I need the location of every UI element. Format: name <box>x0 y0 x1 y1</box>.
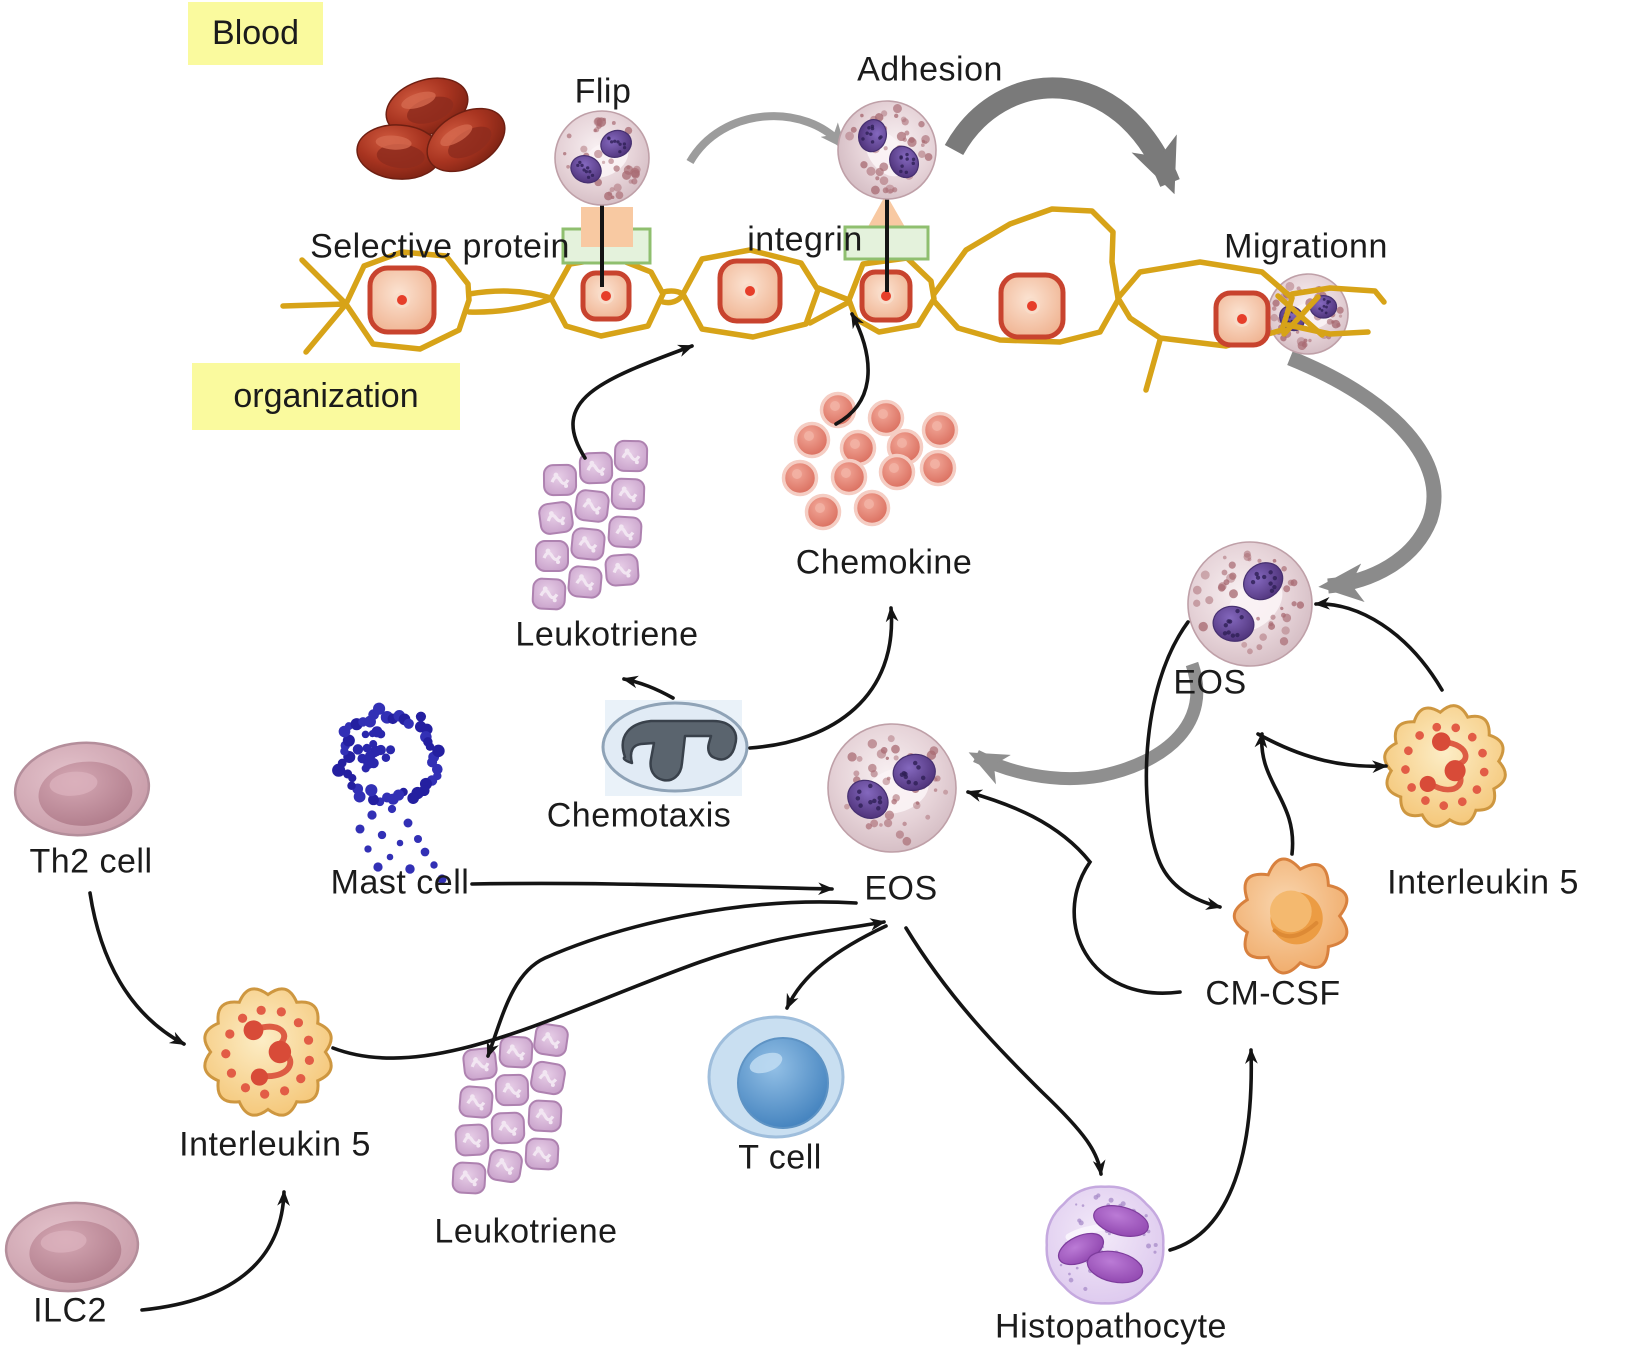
label-leukotriene-bottom: Leukotriene <box>434 1212 618 1251</box>
arrow-interleukin5-to-eos <box>331 918 887 1060</box>
interleukin5-cell-left <box>203 987 333 1117</box>
endothelial-cells <box>367 258 1271 348</box>
arrow-cmcsf-to-eos-tissue <box>965 789 1182 995</box>
label-ilc2: ILC2 <box>33 1291 107 1330</box>
label-eos-tissue: EOS <box>864 869 938 908</box>
mast-cell-granules <box>332 702 447 884</box>
arrow-eos-to-tcell <box>785 924 888 1010</box>
arrow-adhesion-to-migration <box>944 77 1180 195</box>
endothelium-outline <box>280 206 1387 393</box>
selectin-ligand <box>581 207 633 247</box>
rbc <box>426 107 506 173</box>
arrow-chemokine-to-vessel <box>834 312 870 426</box>
histopathocyte-cell <box>1045 1185 1165 1305</box>
eos-cell-adhesion <box>837 100 937 200</box>
endothelium <box>280 190 1387 393</box>
label-selective-protein: Selective protein <box>310 227 570 266</box>
label-flip: Flip <box>574 72 632 111</box>
t-cell <box>707 1015 845 1139</box>
arrow-leukotriene-to-vessel <box>571 344 694 460</box>
label-t-cell: T cell <box>738 1138 822 1177</box>
cmcsf-cell <box>1232 857 1349 975</box>
arrow-chemotaxis-to-chemokine <box>748 605 899 750</box>
black-arrows <box>88 312 1444 1312</box>
label-chemotaxis: Chemotaxis <box>546 796 732 835</box>
ilc2-cell <box>4 1201 140 1293</box>
arrow-eos-migrated-to-cmcsf <box>1144 620 1223 910</box>
label-eos-migrated: EOS <box>1173 663 1247 702</box>
label-integrin: integrin <box>747 220 863 259</box>
arrow-mastcell-to-eos <box>470 881 835 896</box>
arrow-interleukin5-right-to-eos-migrated <box>1313 596 1444 692</box>
red-blood-cells <box>356 77 506 180</box>
interleukin5-cell-right <box>1383 704 1507 828</box>
eos-cell-migrated <box>1187 541 1313 667</box>
cells-layer <box>4 77 1507 1305</box>
label-leukotriene-mid: Leukotriene <box>515 615 699 654</box>
th2-cell <box>13 741 151 837</box>
chemotaxis-glyph <box>621 719 738 782</box>
chemotaxis-icon <box>601 700 749 796</box>
label-interleukin5-left: Interleukin 5 <box>179 1125 371 1164</box>
leukotriene-cluster-mid <box>531 439 649 611</box>
receptors <box>561 190 930 292</box>
arrow-eos-to-leukotriene-bottom <box>486 900 858 1058</box>
label-th2-cell: Th2 cell <box>29 842 153 881</box>
arrow-eos-to-histopathocyte <box>904 926 1106 1177</box>
label-migration: Migrationn <box>1224 227 1388 266</box>
label-cmcsf: CM-CSF <box>1205 974 1341 1013</box>
gray-arrows <box>686 77 1442 785</box>
leukotriene-cluster-bottom <box>451 1023 569 1195</box>
arrow-th2-to-interleukin5 <box>88 891 186 1046</box>
arrow-flip-to-adhesion <box>686 112 847 165</box>
label-chemokine: Chemokine <box>795 543 973 582</box>
arrow-eos-migrated-to-interleukin5-right <box>1256 732 1389 774</box>
arrow-ilc2-to-interleukin5 <box>140 1189 290 1312</box>
label-interleukin5-right: Interleukin 5 <box>1387 863 1579 902</box>
eos-cell-flip <box>554 110 650 206</box>
rbc <box>356 124 442 180</box>
arrow-migration-to-eos <box>1287 351 1442 603</box>
label-blood: Blood <box>188 2 323 65</box>
label-adhesion: Adhesion <box>857 50 1003 89</box>
arrow-eos-migrated-to-eos-tissue <box>968 661 1204 785</box>
label-organization: organization <box>192 363 460 430</box>
arrow-cmcsf-to-eos-migrated <box>1254 731 1295 856</box>
arrow-chemotaxis-to-leukotriene <box>621 675 675 700</box>
label-histopathocyte: Histopathocyte <box>995 1307 1227 1346</box>
eos-cell-tissue <box>827 723 957 853</box>
chemokine-cluster <box>781 391 959 531</box>
arrow-histopathocyte-to-cmcsf <box>1168 1047 1258 1252</box>
label-mast-cell: Mast cell <box>330 863 470 902</box>
